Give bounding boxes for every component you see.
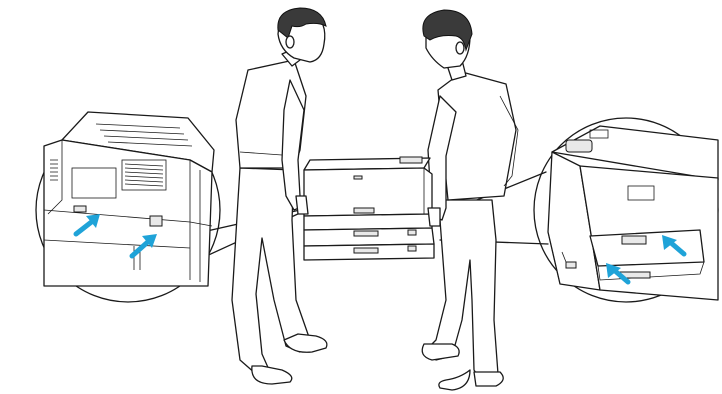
control-panel xyxy=(566,140,592,152)
right-person-shoe-1 xyxy=(422,344,459,360)
printer-rear-view xyxy=(44,112,214,286)
printer-control-panel xyxy=(400,157,422,163)
rear-handle-left xyxy=(74,206,86,212)
left-person-shoe-1 xyxy=(252,366,292,384)
right-person-shoe-2 xyxy=(439,370,470,390)
rear-handle-right xyxy=(150,216,162,226)
left-person-shoe-2 xyxy=(284,334,327,352)
printer xyxy=(304,157,434,260)
left-person-hand xyxy=(296,196,308,214)
printer-front-view xyxy=(548,126,718,300)
mp-tray-opening xyxy=(590,230,704,266)
right-person xyxy=(422,10,518,390)
right-person-hand xyxy=(428,208,440,226)
printer-tray-1 xyxy=(304,214,432,230)
